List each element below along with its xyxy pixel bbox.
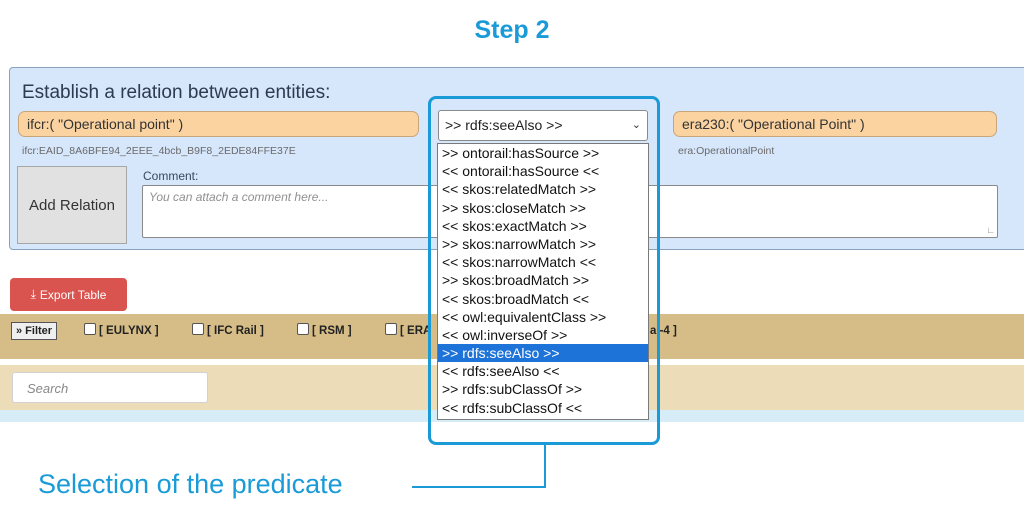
predicate-option[interactable]: << skos:exactMatch >> (442, 217, 587, 234)
comment-label: Comment: (143, 169, 199, 183)
predicate-option[interactable]: >> rdfs:seeAlso >> (438, 344, 648, 363)
predicate-dropdown-list[interactable]: >> ontorail:hasSource >> << ontorail:hasS… (437, 143, 649, 420)
object-entity-id: era:OperationalPoint (678, 145, 775, 157)
export-table-label: Export Table (39, 287, 107, 302)
filter-option-ifc-rail[interactable]: [ IFC Rail ] (192, 323, 264, 337)
object-entity-field[interactable]: era230:( "Operational Point" ) (673, 111, 997, 137)
add-relation-button[interactable]: Add Relation (17, 166, 127, 244)
caption: Selection of the predicate (38, 469, 343, 499)
subject-entity-field[interactable]: ifcr:( "Operational point" ) (18, 111, 419, 137)
checkbox[interactable] (192, 323, 204, 335)
checkbox[interactable] (385, 323, 397, 335)
chevron-down-icon: ⌄ (631, 119, 641, 131)
highlight-frame (428, 96, 660, 445)
filter-option-trailing[interactable]: al-4 ] (650, 325, 677, 337)
download-icon: ⤓ (30, 287, 36, 301)
predicate-option[interactable]: >> skos:closeMatch >> (442, 199, 586, 216)
filter-option-label: [ IFC Rail ] (207, 325, 264, 337)
predicate-option[interactable]: << owl:inverseOf >> (442, 326, 568, 343)
callout-connector (412, 486, 546, 488)
panel-heading: Establish a relation between entities: (22, 82, 331, 103)
search-placeholder: Search (27, 381, 69, 396)
subject-entity-id: ifcr:EAID_8A6BFE94_2EEE_4bcb_B9F8_2EDE84… (22, 145, 296, 157)
filter-option-label: [ RSM ] (312, 325, 352, 337)
search-input[interactable]: Search (12, 372, 208, 403)
predicate-option[interactable]: << rdfs:seeAlso << (442, 363, 560, 380)
predicate-select[interactable]: >> rdfs:seeAlso >> ⌄ (438, 110, 648, 141)
predicate-option[interactable]: << skos:narrowMatch << (442, 254, 597, 271)
comment-placeholder: You can attach a comment here... (149, 190, 329, 204)
predicate-option[interactable]: << skos:relatedMatch >> (442, 181, 597, 198)
predicate-option[interactable]: << skos:broadMatch << (442, 290, 590, 307)
filter-option-label: [ EULYNX ] (99, 325, 159, 337)
filter-option-era[interactable]: [ ERA (385, 323, 432, 337)
filter-option-label: [ ERA (400, 325, 432, 337)
checkbox[interactable] (297, 323, 309, 335)
predicate-option[interactable]: >> skos:broadMatch >> (442, 272, 590, 289)
filter-option-rsm[interactable]: [ RSM ] (297, 323, 352, 337)
step-title: Step 2 (474, 16, 550, 44)
predicate-option[interactable]: >> skos:narrowMatch >> (442, 235, 597, 252)
checkbox[interactable] (84, 323, 96, 335)
predicate-option[interactable]: << ontorail:hasSource << (442, 163, 600, 180)
predicate-select-value: >> rdfs:seeAlso >> (445, 117, 563, 133)
predicate-option[interactable]: << rdfs:subClassOf << (442, 399, 583, 416)
filter-option-eulynx[interactable]: [ EULYNX ] (84, 323, 159, 337)
resize-grip-icon[interactable]: ∟ (986, 225, 995, 235)
filter-button[interactable]: » Filter (11, 322, 58, 340)
predicate-option[interactable]: >> ontorail:hasSource >> (442, 145, 600, 161)
predicate-option[interactable]: << owl:equivalentClass >> (442, 308, 607, 325)
predicate-option[interactable]: >> rdfs:subClassOf >> (442, 381, 583, 398)
callout-connector (544, 445, 546, 488)
export-table-button[interactable]: ⤓ Export Table (10, 278, 127, 311)
